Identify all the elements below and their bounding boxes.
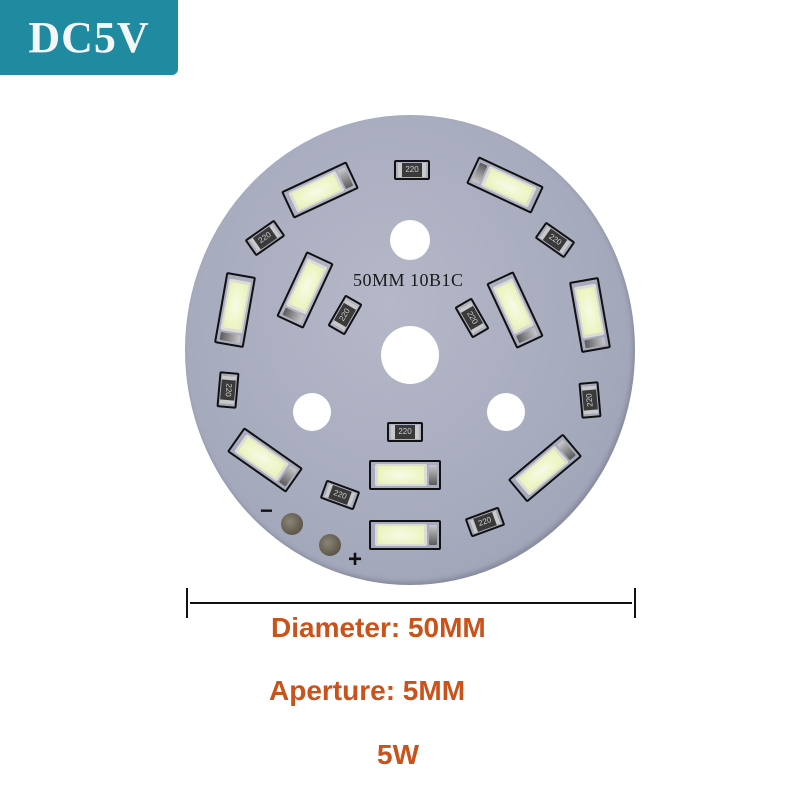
mounting-hole-left	[293, 393, 331, 431]
voltage-label: DC5V	[28, 13, 150, 62]
diameter-dimension-line	[186, 588, 636, 618]
board-silkscreen-label: 50MM 10B1C	[353, 270, 464, 290]
power-spec: 5W	[377, 739, 419, 770]
dimension-tick-left	[186, 588, 188, 618]
smd-led-chip	[369, 520, 441, 550]
negative-solder-pad	[281, 513, 303, 535]
positive-solder-pad	[319, 534, 341, 556]
dimension-tick-right	[634, 588, 636, 618]
plus-sign: +	[348, 546, 363, 573]
voltage-badge: DC5V	[0, 0, 178, 75]
mounting-hole-right	[487, 393, 525, 431]
diameter-spec: Diameter: 50MM	[271, 612, 486, 643]
smd-led-chip	[369, 460, 441, 490]
smd-resistor: 220	[394, 160, 430, 180]
center-hole	[381, 326, 439, 384]
smd-resistor: 220	[387, 422, 423, 442]
mounting-hole-top	[390, 220, 430, 260]
smd-resistor: 220	[216, 371, 240, 409]
aperture-spec: Aperture: 5MM	[269, 675, 466, 706]
smd-resistor: 220	[578, 381, 602, 419]
dimension-line	[190, 602, 632, 604]
minus-sign: −	[260, 498, 273, 523]
